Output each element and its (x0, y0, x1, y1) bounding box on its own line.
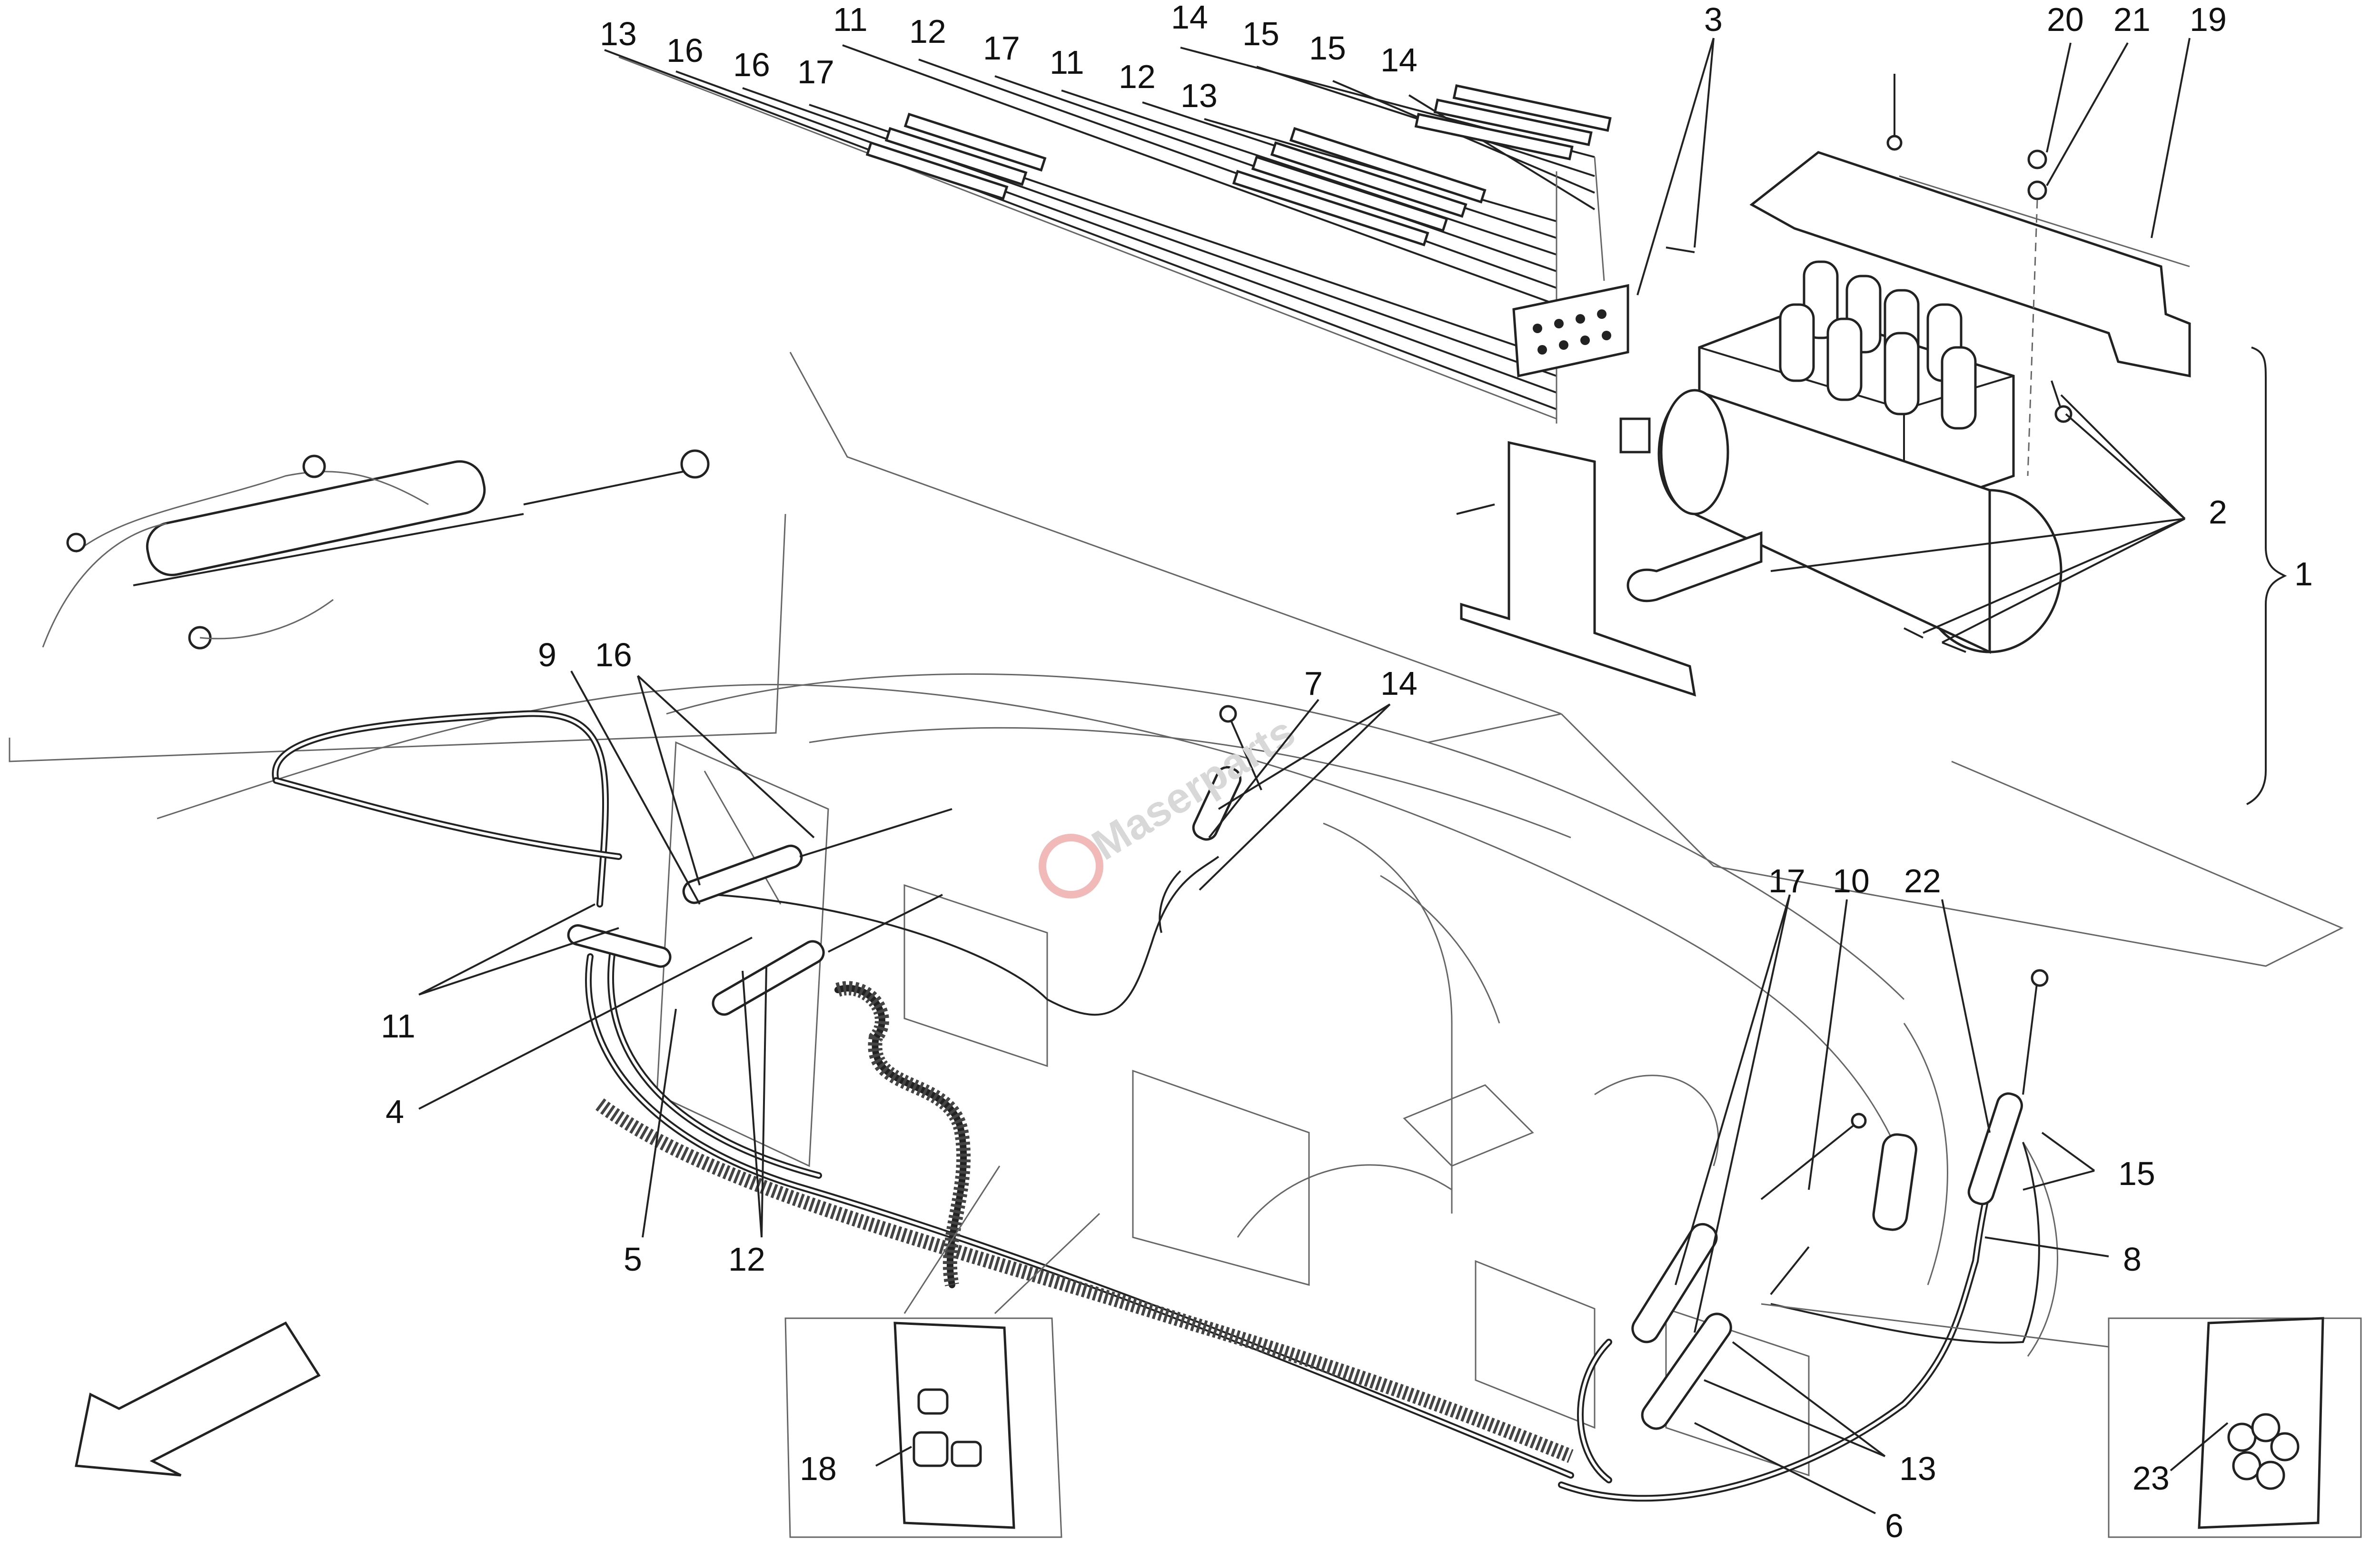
solenoid-coils (1779, 260, 1977, 430)
nut-20 (2027, 149, 2047, 169)
screw-3 (1666, 247, 1695, 253)
watermark: Maserparts (1039, 708, 1303, 898)
callout-8: 8 (2123, 1241, 2142, 1278)
callout-3: 3 (1704, 1, 1723, 38)
callout-5: 5 (624, 1241, 642, 1278)
inset-18 (784, 1165, 1101, 1538)
callout-11: 11 (381, 1007, 416, 1045)
callout-labels: 13 16 16 17 11 12 17 11 12 13 14 15 15 1… (381, 0, 2313, 1544)
cylinder-detail-inset (9, 449, 786, 762)
callout-16: 16 (595, 636, 632, 673)
callout-12: 12 (728, 1241, 765, 1278)
grommet-plate (1512, 284, 1629, 378)
cylinders-left (567, 808, 952, 1016)
callout-19: 19 (2190, 1, 2227, 38)
hydraulic-pump-unit (1456, 74, 2191, 697)
callout-14: 14 (1171, 0, 1208, 36)
callout-11: 11 (1050, 44, 1084, 81)
callout-20: 20 (2047, 1, 2084, 38)
cylinders-right (1631, 969, 2049, 1430)
callout-12: 12 (909, 13, 946, 50)
callout-21: 21 (2113, 1, 2151, 38)
callout-22: 22 (1904, 862, 1941, 899)
callout-17: 17 (983, 30, 1020, 67)
callout-2: 2 (2209, 494, 2227, 531)
car-body-outline (157, 352, 2344, 1477)
leader-lines (418, 38, 2287, 1514)
washer-21 (2027, 180, 2047, 200)
front-direction-arrow (75, 1321, 321, 1477)
callout-10: 10 (1833, 862, 1870, 899)
pipe-fittings-center (1232, 127, 1487, 247)
pipe-fittings-right (1414, 84, 1612, 161)
callout-9: 9 (538, 636, 556, 673)
pipe-bundle-top (604, 44, 1695, 424)
callout-16: 16 (666, 32, 704, 69)
callout-6: 6 (1885, 1507, 1904, 1544)
callout-16: 16 (733, 46, 770, 83)
callout-14: 14 (1380, 41, 1418, 79)
reservoir-22 (1872, 1133, 1917, 1231)
callout-13: 13 (1899, 1450, 1936, 1487)
callout-13: 13 (600, 15, 637, 52)
pipe-fittings-left (865, 112, 1047, 200)
callout-23: 23 (2132, 1460, 2170, 1497)
callout-14: 14 (1380, 665, 1418, 702)
callout-4: 4 (386, 1093, 404, 1130)
callout-17: 17 (797, 53, 834, 90)
callout-15: 15 (1309, 30, 1346, 67)
callout-1: 1 (2294, 555, 2313, 592)
callout-18: 18 (800, 1450, 837, 1487)
callout-17: 17 (1768, 862, 1805, 899)
callout-12: 12 (1119, 58, 1156, 95)
hoses-left (272, 710, 1574, 1479)
callout-15: 15 (1242, 15, 1279, 52)
callout-15: 15 (2118, 1155, 2155, 1192)
callout-7: 7 (1304, 665, 1323, 702)
callout-13: 13 (1180, 77, 1218, 114)
inset-23 (1761, 1303, 2362, 1538)
callout-11: 11 (833, 1, 868, 38)
